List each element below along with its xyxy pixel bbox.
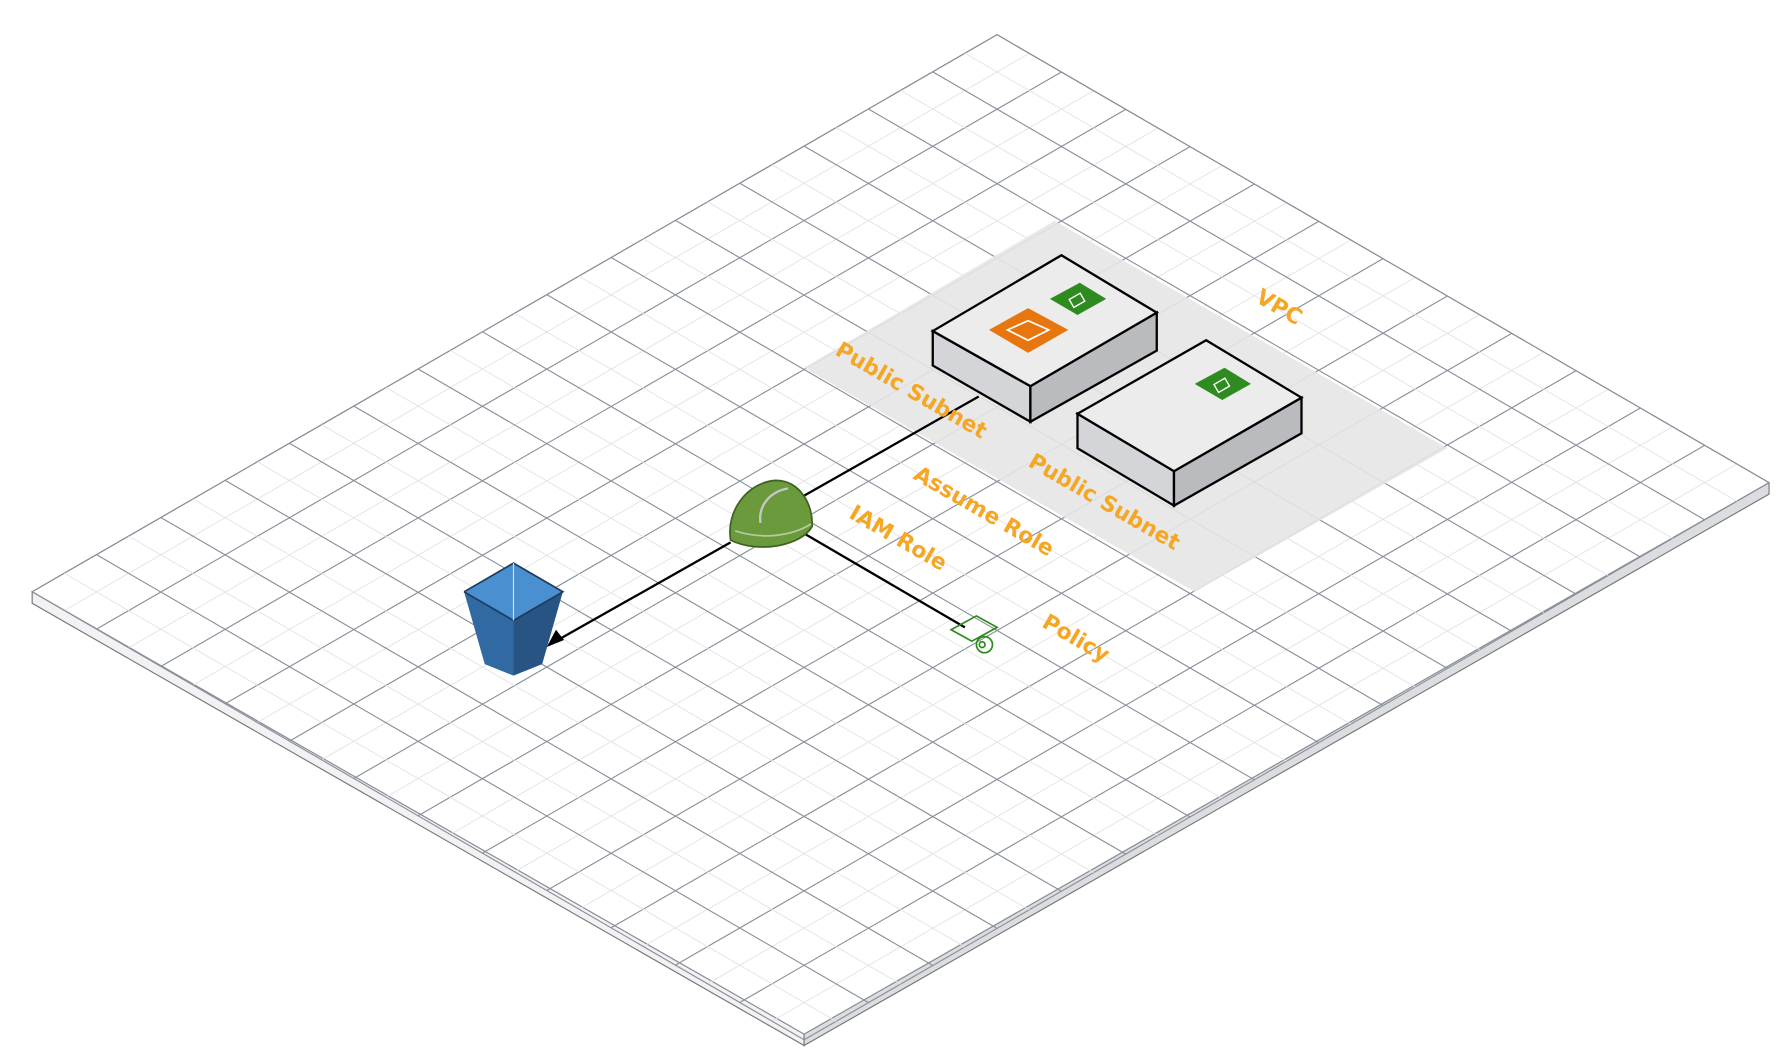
security-group-lock-icon[interactable] — [1049, 282, 1107, 315]
grid-line — [482, 331, 1255, 781]
grid-line — [450, 349, 1223, 799]
grid-line — [353, 405, 1127, 855]
grid-lines — [31, 34, 1770, 1041]
grid-line — [900, 89, 1673, 539]
public-subnet-box-1[interactable] — [930, 253, 1160, 424]
s3-bucket-icon[interactable] — [463, 562, 565, 676]
grid-line — [31, 591, 805, 1041]
grid-line — [610, 257, 1384, 707]
grid-line — [64, 572, 837, 1022]
grid-line — [932, 71, 1705, 521]
grid-line — [321, 424, 1094, 874]
grid-line — [289, 442, 1062, 892]
connector-role-to-policy — [801, 531, 966, 629]
grid-line — [514, 312, 1287, 762]
grid-line — [385, 387, 1159, 836]
grid-line — [546, 294, 1320, 744]
grid-line — [192, 498, 966, 948]
iam-policy-icon[interactable] — [949, 614, 999, 654]
grid-line — [224, 479, 998, 929]
connector-role-to-bucket — [553, 541, 732, 644]
iam-role-helmet-icon[interactable] — [729, 479, 814, 548]
grid-line — [257, 461, 1030, 911]
grid-line — [964, 52, 1738, 502]
public-subnet-box-2[interactable] — [1075, 338, 1304, 508]
grid-platform — [31, 34, 1771, 1047]
arrowhead-icon — [546, 629, 565, 647]
connector-subnet-to-role — [800, 395, 980, 499]
ec2-instance-icon[interactable] — [989, 308, 1069, 353]
grid-line — [578, 275, 1352, 725]
grid-line — [128, 535, 901, 985]
grid-line — [96, 554, 869, 1004]
security-group-lock-icon[interactable] — [1194, 367, 1251, 400]
grid-line — [160, 517, 934, 967]
grid-line — [417, 368, 1191, 818]
grid-line — [868, 108, 1641, 558]
grid-line — [996, 34, 1770, 484]
